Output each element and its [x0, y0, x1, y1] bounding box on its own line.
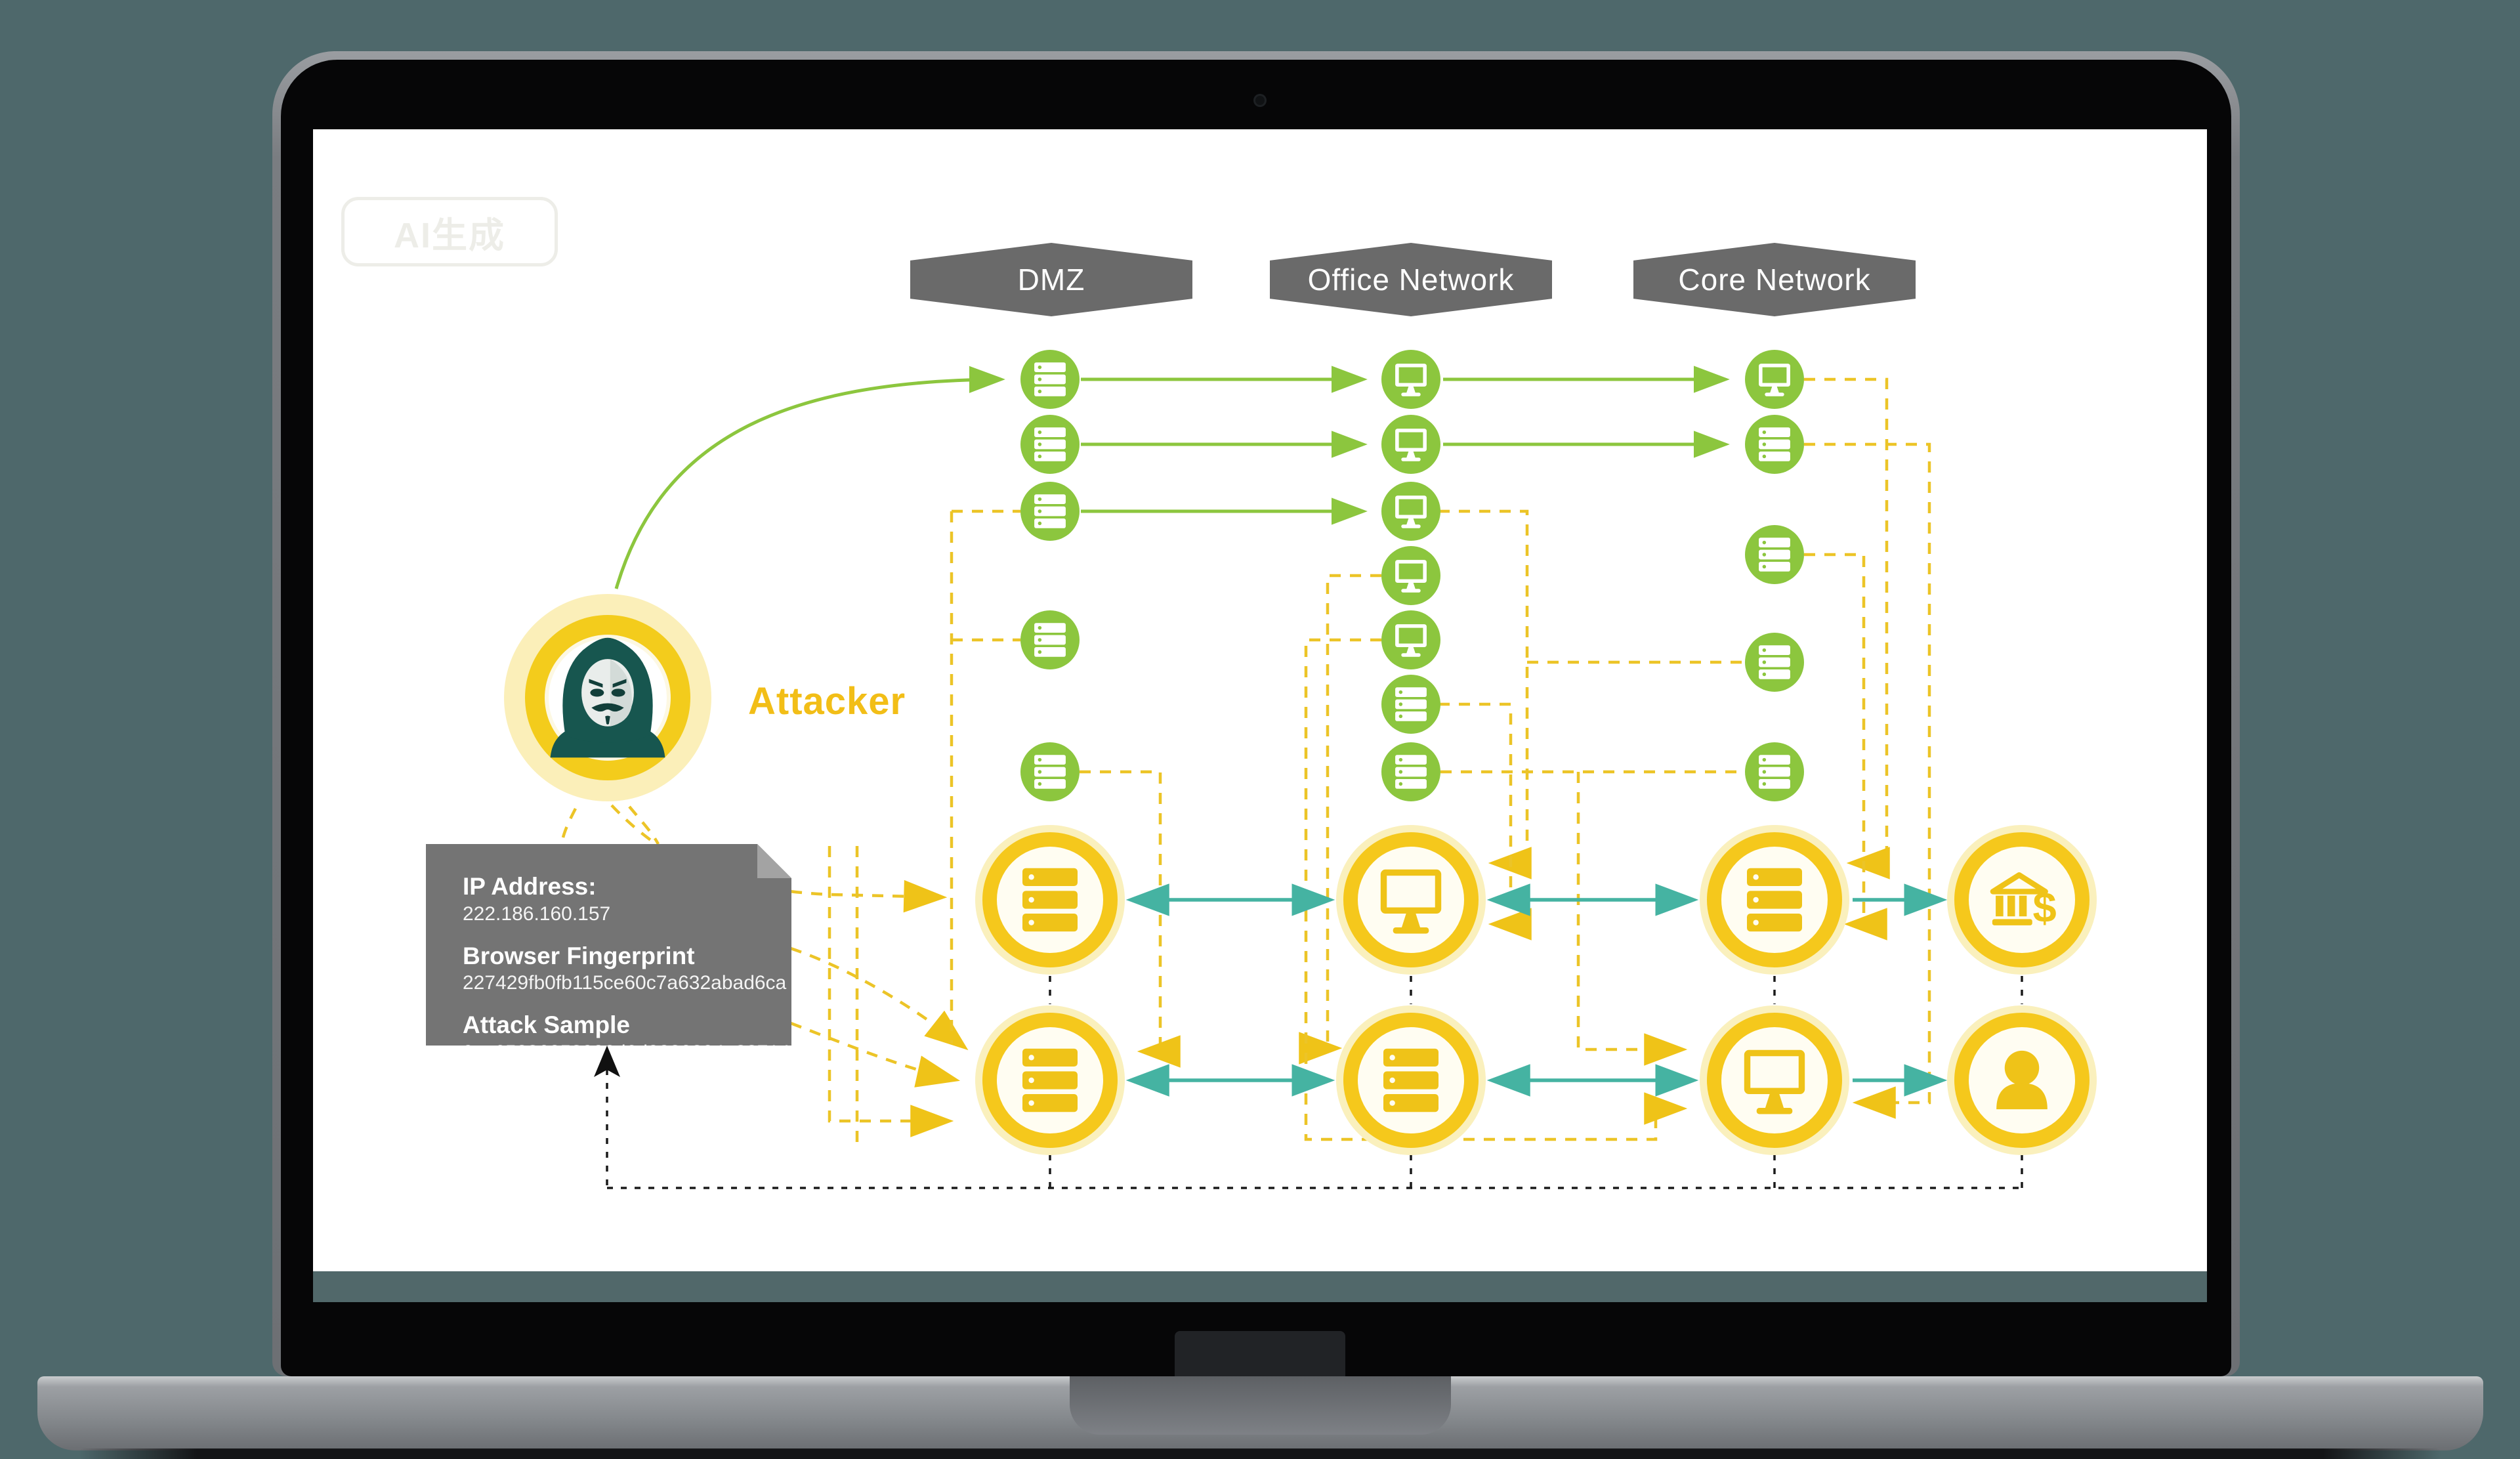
yellow-dashed-edge	[1304, 638, 1688, 1141]
small-node-office-monitor	[1381, 350, 1440, 409]
yellow-dashed-edge	[1576, 772, 1688, 1066]
black-up-arrow	[594, 1046, 620, 1077]
big-node-core-server	[1700, 825, 1849, 975]
small-node-dmz-server	[1020, 742, 1080, 801]
yellow-dashed-edge	[1299, 574, 1381, 1065]
small-node-core-server	[1745, 633, 1804, 692]
green-attack-edge	[614, 366, 1005, 589]
small-node-core-server	[1745, 742, 1804, 801]
ai-generated-watermark: AI生成	[341, 197, 558, 266]
small-node-core-monitor	[1745, 350, 1804, 409]
laptop-lid-notch	[1070, 1376, 1451, 1435]
small-node-office-monitor	[1381, 415, 1440, 474]
small-node-office-monitor	[1381, 482, 1440, 541]
info-label-sample: Attack Sample	[463, 1011, 630, 1039]
small-node-office-monitor	[1381, 546, 1440, 605]
webcam-dot	[1255, 96, 1265, 105]
yellow-dashed-edge	[790, 946, 969, 1051]
small-node-dmz-server	[1020, 482, 1080, 541]
zone-banner-office: Office Network	[1270, 243, 1552, 316]
big-node-dmz-server	[975, 1005, 1125, 1155]
zone-banner-dmz: DMZ	[910, 243, 1192, 316]
nodes-layer	[504, 350, 2097, 1155]
big-node-external-bank	[1947, 825, 2097, 975]
yellow-dashed-edge	[1080, 770, 1181, 1068]
small-node-office-monitor	[1381, 610, 1440, 669]
yellow-dashed-edge	[1804, 553, 1887, 941]
screen-content-area: $ AI生成 DMZ Office Network	[313, 129, 2207, 1271]
laptop-shadow	[79, 1448, 2441, 1459]
big-node-dmz-server	[975, 825, 1125, 975]
big-node-external-person	[1947, 1005, 2097, 1155]
small-node-dmz-server	[1020, 610, 1080, 669]
small-node-office-server	[1381, 742, 1440, 801]
yellow-dashed-edge	[628, 805, 660, 845]
yellow-dashed-edge	[790, 1021, 961, 1088]
attacker-node	[504, 594, 711, 801]
small-node-dmz-server	[1020, 415, 1080, 474]
info-value-sample: 9ce65236253906d6d0230394e33714.php	[463, 1041, 829, 1063]
zone-banner-core: Core Network	[1633, 243, 1916, 316]
info-label-fingerprint: Browser Fingerprint	[463, 942, 695, 969]
small-node-office-server	[1381, 675, 1440, 734]
info-value-fingerprint: 227429fb0fb115ce60c7a632abad6ca	[463, 972, 787, 994]
info-label-ip: IP Address:	[463, 873, 597, 900]
yellow-dashed-edge	[560, 807, 577, 845]
yellow-dashed-edge	[1804, 442, 1931, 1119]
small-node-dmz-server	[1020, 350, 1080, 409]
yellow-dashed-edge	[828, 846, 954, 1137]
big-node-office-server	[1336, 1005, 1486, 1155]
screen-bottom-band	[313, 1271, 2207, 1302]
small-node-core-server	[1745, 415, 1804, 474]
small-node-core-server	[1745, 525, 1804, 584]
info-value-ip: 222.186.160.157	[463, 902, 611, 925]
big-node-core-monitor	[1700, 1005, 1849, 1155]
network-attack-diagram: $	[504, 350, 2097, 1189]
yellow-dashed-edge	[1804, 377, 1890, 879]
yellow-dashed-edge	[1438, 509, 1532, 879]
big-node-office-monitor	[1336, 825, 1486, 975]
laptop-hinge	[1175, 1331, 1345, 1376]
laptop-base-deck	[37, 1376, 2483, 1450]
edges-layer	[560, 366, 2023, 1189]
attacker-label: Attacker	[748, 680, 906, 723]
attacker-info-box: IP Address: 222.186.160.157 Browser Fing…	[426, 844, 791, 1046]
